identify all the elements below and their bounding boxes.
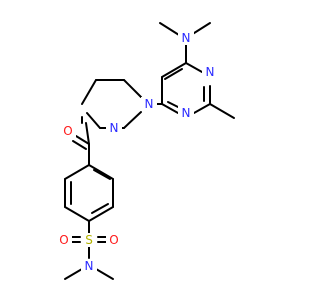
bond-npip-c1 [123,79,142,98]
bond-ring-3-inner [91,203,109,214]
bond-c4-c5-inner [164,68,183,80]
bond-ring-6 [64,164,90,180]
bond-c4-c5 [161,62,187,78]
bond-c4-npip2 [86,112,101,129]
bond-n-me-left [64,268,83,280]
bond-c6-n1-inner [167,101,179,108]
atom-n-piperazine-bottom: N [110,121,119,135]
bond-npip-c3 [123,111,142,129]
atom-o-carbonyl: O [63,124,72,138]
molecule-structure-diagram: N N N N N O S O O N [56,22,235,280]
atom-s-sulfonyl: S [85,233,93,247]
atom-n-piperazine-top: N [145,97,154,111]
bond-me1-n [159,22,180,36]
bond-n1-c2 [193,103,211,114]
atom-o-sulfonyl-right: O [109,233,118,247]
bond-c2-npip2 [81,79,97,105]
bond-c2-methyl [209,103,235,119]
atom-labels: N N N N N O S O O N [56,31,218,273]
bond-ring-4 [64,206,90,222]
bonds [64,22,235,280]
bond-npip2-ccarb2 [85,122,90,145]
bond-ring-3 [88,206,114,222]
atom-n-pyrimidine-a: N [206,65,215,79]
bond-ring-1-inner [93,169,111,180]
atom-n-pyrimidine-b: N [182,106,191,120]
bond-ring-1 [88,164,114,180]
bond-c6-n1 [161,103,179,114]
atom-o-sulfonyl-left: O [59,233,68,247]
bond-n3-c4 [185,62,203,73]
bond-me2-n [190,22,211,36]
atom-n-dimethyl-top: N [182,31,191,45]
bond-ccarb-o-2 [72,140,87,150]
atom-n-sulfonamide: N [85,259,94,273]
bond-n-me-right [95,268,114,280]
bond-ccarb-o [75,135,90,145]
